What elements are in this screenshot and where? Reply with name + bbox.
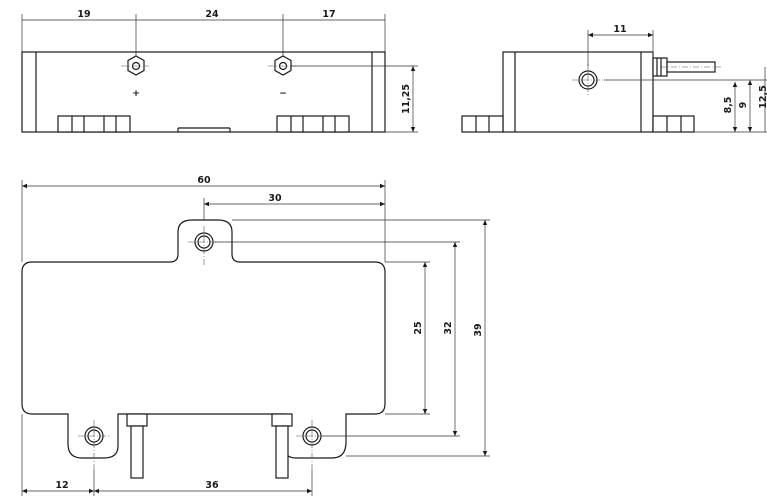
front-view: 19 24 17 — [21, 9, 418, 133]
dim-8-5: 8,5 — [723, 97, 734, 114]
dim-9: 9 — [738, 102, 749, 109]
side-pin-connector — [652, 57, 722, 77]
top-view: 60 30 25 — [21, 175, 490, 496]
front-body — [21, 51, 386, 133]
front-foot-right — [276, 115, 350, 133]
side-body — [502, 51, 654, 133]
dim-60: 60 — [197, 175, 211, 186]
plus-label: + — [132, 89, 140, 99]
minus-label: − — [279, 89, 287, 99]
terminal-plus-nut-icon — [121, 55, 151, 76]
dim-24: 24 — [205, 9, 219, 20]
dim-32: 32 — [443, 321, 454, 334]
dim-12: 12 — [55, 480, 68, 491]
dim-11: 11 — [613, 24, 626, 35]
dim-19: 19 — [77, 9, 90, 20]
top-body-outline — [21, 219, 386, 459]
dim-30: 30 — [268, 193, 282, 204]
dim-39: 39 — [473, 323, 484, 336]
side-foot-right — [652, 115, 695, 133]
side-foot-left — [461, 115, 504, 133]
dim-36: 36 — [205, 480, 219, 491]
front-foot-left — [57, 115, 131, 133]
dim-25: 25 — [413, 321, 424, 334]
dim-17: 17 — [322, 9, 335, 20]
dim-11-25: 11,25 — [401, 84, 412, 114]
side-view: 11 8,5 9 12,5 — [461, 24, 767, 133]
pin-left — [126, 413, 148, 479]
dim-12-5: 12,5 — [758, 85, 767, 108]
terminal-minus-nut-icon — [268, 55, 298, 76]
pin-right — [271, 413, 293, 479]
